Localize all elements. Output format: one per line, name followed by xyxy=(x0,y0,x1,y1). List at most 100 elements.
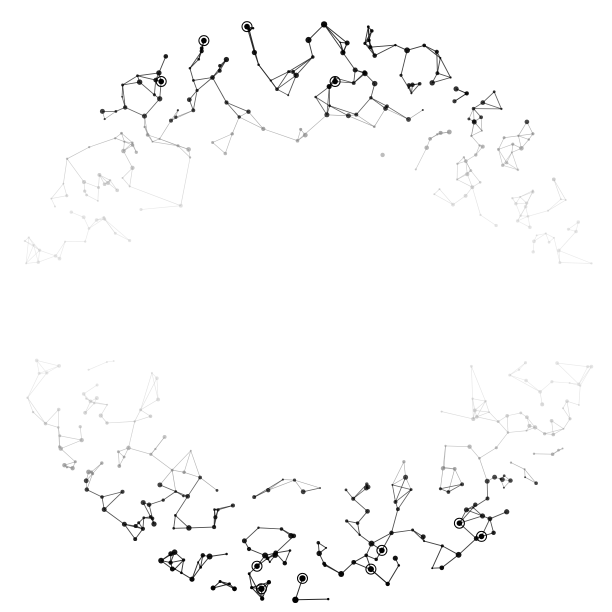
network-node xyxy=(344,488,348,492)
network-node xyxy=(362,70,367,75)
connection-line xyxy=(184,472,201,478)
network-node xyxy=(492,90,496,94)
connection-line xyxy=(423,45,441,59)
hub-ring xyxy=(476,530,487,542)
network-node xyxy=(531,132,535,136)
connection-line xyxy=(553,179,562,200)
connection-line xyxy=(485,401,490,413)
connection-line xyxy=(51,198,56,207)
network-node xyxy=(195,88,199,92)
connection-line xyxy=(480,214,497,226)
network-node xyxy=(550,452,555,456)
network-node xyxy=(73,460,77,464)
network-node xyxy=(174,490,178,493)
network-node xyxy=(500,107,503,111)
network-node xyxy=(58,445,61,449)
network-node xyxy=(485,496,490,501)
connection-line xyxy=(459,515,483,524)
connection-line xyxy=(104,219,130,241)
network-node xyxy=(406,83,411,88)
network-node xyxy=(363,41,367,45)
network-node xyxy=(57,256,62,261)
network-node xyxy=(188,156,192,159)
network-node xyxy=(223,56,230,63)
connection-line xyxy=(79,426,82,441)
network-node xyxy=(100,495,104,499)
network-node xyxy=(87,368,90,371)
connection-line xyxy=(90,401,108,405)
connection-line xyxy=(100,404,108,416)
network-node xyxy=(178,203,183,208)
network-node xyxy=(176,144,180,148)
connection-line xyxy=(432,77,451,84)
connection-line xyxy=(162,491,176,501)
connection-line xyxy=(33,245,39,263)
network-node xyxy=(565,399,569,403)
network-node xyxy=(86,469,92,475)
connection-line xyxy=(94,402,108,405)
network-node xyxy=(251,26,255,30)
connection-line xyxy=(180,559,185,573)
connection-line xyxy=(88,361,108,371)
network-node xyxy=(148,515,153,519)
connection-line xyxy=(326,114,349,117)
connection-line xyxy=(106,360,114,363)
network-node xyxy=(494,223,498,228)
network-node xyxy=(120,489,125,494)
network-node xyxy=(516,168,520,172)
network-node xyxy=(557,248,561,253)
connection-line xyxy=(448,483,463,493)
connection-line xyxy=(148,499,164,506)
connection-line xyxy=(517,206,526,222)
network-node xyxy=(453,86,459,92)
connection-line xyxy=(175,496,189,516)
network-node xyxy=(83,410,88,415)
network-node xyxy=(478,456,481,460)
connection-line xyxy=(251,587,263,599)
network-node xyxy=(32,243,35,247)
network-node xyxy=(174,115,178,119)
network-node xyxy=(95,383,99,387)
network-node xyxy=(484,478,490,484)
network-node xyxy=(407,86,410,89)
network-node xyxy=(371,80,378,87)
connection-line xyxy=(170,110,194,121)
connection-line xyxy=(174,559,184,570)
connection-line xyxy=(342,52,356,71)
network-node xyxy=(467,117,471,121)
network-node xyxy=(126,445,131,451)
connection-line xyxy=(459,522,477,539)
network-node xyxy=(472,408,477,413)
network-node xyxy=(103,218,107,221)
network-node xyxy=(439,56,442,60)
connection-line xyxy=(436,57,441,74)
network-node xyxy=(261,126,266,131)
network-node xyxy=(65,157,69,160)
connection-line xyxy=(142,502,151,517)
connection-line xyxy=(294,479,321,489)
network-node xyxy=(471,397,474,400)
network-node xyxy=(549,418,554,423)
connection-line xyxy=(357,523,361,535)
network-node xyxy=(438,130,443,135)
connection-line xyxy=(469,446,480,459)
network-node xyxy=(463,507,469,513)
network-node xyxy=(326,84,332,90)
network-node xyxy=(578,404,580,406)
network-node xyxy=(121,176,124,179)
connection-line xyxy=(189,58,200,69)
connection-line xyxy=(440,483,463,490)
network-node xyxy=(188,67,192,70)
network-node xyxy=(108,179,112,182)
network-node xyxy=(230,132,234,136)
network-node xyxy=(480,100,486,105)
connection-line xyxy=(506,162,519,171)
connection-line xyxy=(423,540,443,547)
network-node xyxy=(524,476,527,479)
connection-line xyxy=(441,554,459,569)
connection-line xyxy=(295,56,314,76)
network-node xyxy=(474,414,479,419)
network-node xyxy=(438,188,441,191)
network-node xyxy=(281,478,284,481)
network-node xyxy=(128,239,132,243)
